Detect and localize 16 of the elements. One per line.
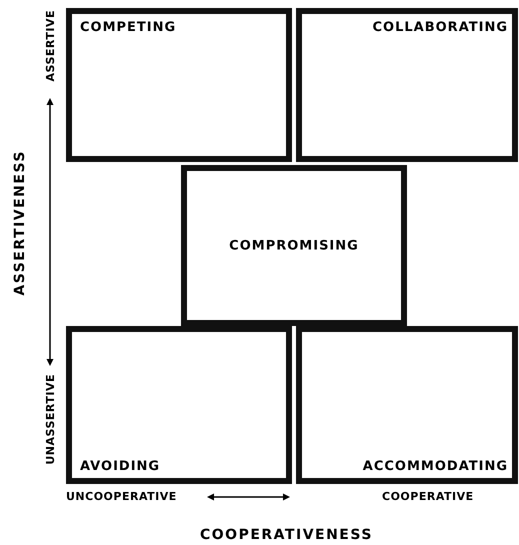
- axis-label: ASSERTIVE: [44, 10, 57, 82]
- quadrant-box: [296, 326, 518, 484]
- axis-title: COOPERATIVENESS: [200, 527, 373, 543]
- quadrant-box: [296, 8, 518, 162]
- quadrant-box: [66, 326, 292, 484]
- axis-label: UNCOOPERATIVE: [66, 490, 177, 503]
- mode-label: COMPROMISING: [229, 238, 359, 253]
- quadrant-box: [66, 8, 292, 162]
- axis-title: ASSERTIVENESS: [12, 150, 28, 296]
- mode-label: AVOIDING: [80, 459, 160, 474]
- mode-label: COLLABORATING: [372, 20, 508, 35]
- mode-label: ACCOMMODATING: [362, 459, 508, 474]
- axis-label: COOPERATIVE: [382, 490, 474, 503]
- axis-label: UNASSERTIVE: [44, 374, 57, 465]
- mode-label: COMPETING: [80, 20, 176, 35]
- quadrant-box: [181, 165, 407, 326]
